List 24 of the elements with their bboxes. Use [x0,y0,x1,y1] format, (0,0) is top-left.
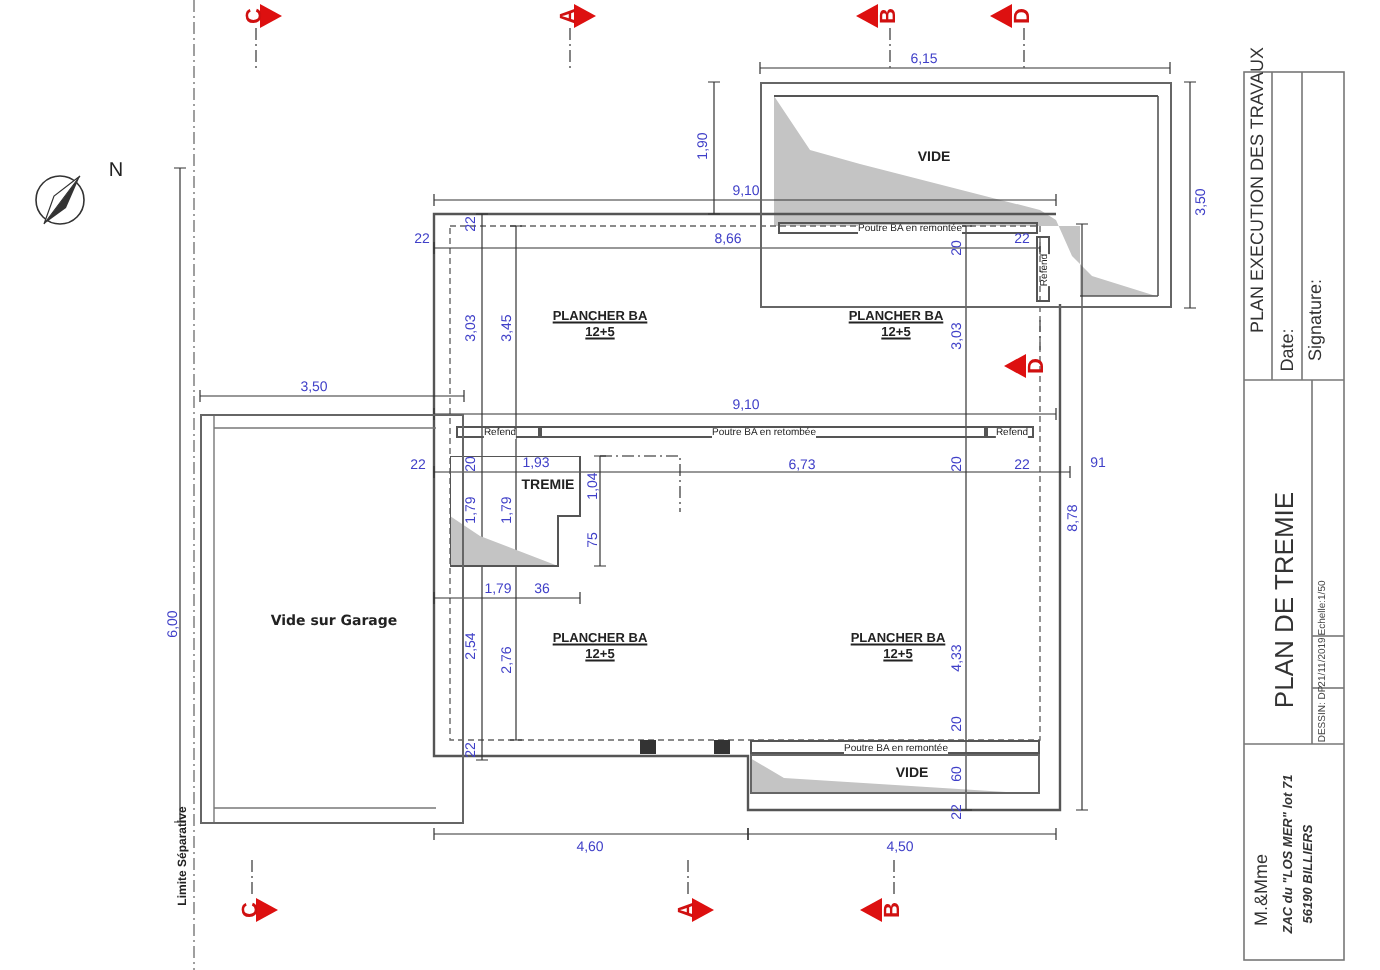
stair-opening [450,456,582,568]
void-area [760,82,1172,308]
title-block-text: Date: [1279,328,1297,372]
section-letter: D [1027,358,1049,374]
section-letter: C [245,8,267,24]
title-block-text: M.&Mme [1253,854,1271,926]
section-letter: A [677,902,699,918]
drawing-title: PLAN DE TREMIE [1271,491,1297,709]
garage-void-area [200,414,464,824]
section-letter: C [241,902,263,918]
beam-band [456,426,540,438]
beam-band [1036,236,1050,302]
section-letter: B [883,902,905,918]
section-letter: B [879,8,901,24]
title-block-text: PLAN EXECUTION DES TRAVAUX [1249,46,1267,334]
void-area [750,754,1040,794]
section-letter: A [559,8,581,24]
section-letter: D [1013,8,1035,24]
beam-band [986,426,1034,438]
beam-band [540,426,986,438]
north-label: N [108,162,124,182]
title-block-text: Signature: [1307,278,1325,362]
beam-band [750,740,1040,754]
beam-band [778,222,1038,234]
